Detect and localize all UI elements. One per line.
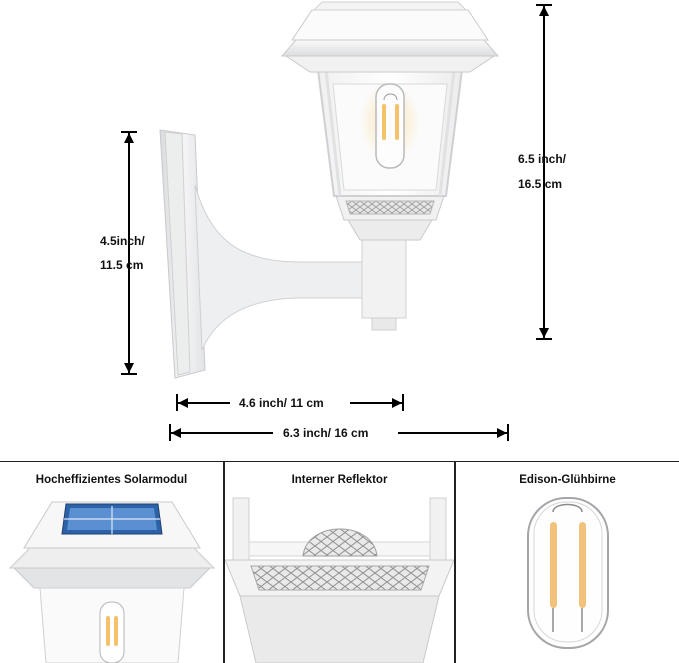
feature-title-solar-module: Hocheffizientes Solarmodul <box>35 474 188 486</box>
feature-panel-solar-module: Hocheffizientes Solarmodul <box>0 462 223 663</box>
mount-height-label-line1: 4.5inch/ <box>100 234 145 248</box>
lamp-height-bottom-tick <box>536 338 552 340</box>
arm-depth-right-tick <box>402 394 404 411</box>
feature-panels-divider <box>0 461 679 463</box>
arm-depth-left-tick <box>176 394 178 411</box>
arm-depth-arrows <box>178 398 402 408</box>
edison-bulb-closeup-image <box>527 497 609 649</box>
total-depth-right-tick <box>507 424 509 441</box>
feature-title-edison-bulb: Edison-Glühbirne <box>519 474 616 486</box>
mount-height-arrows <box>124 133 134 373</box>
total-depth-left-tick <box>169 424 171 441</box>
mount-height-bottom-tick <box>121 373 137 375</box>
mount-height-top-tick <box>121 131 137 133</box>
total-depth-dimension-line-right <box>398 432 508 434</box>
total-depth-label: 6.3 inch/ 16 cm <box>283 426 369 440</box>
feature-title-internal-reflector: Interner Reflektor <box>291 474 388 486</box>
lamp-height-arrows <box>539 6 549 338</box>
solar-module-closeup-image <box>8 501 216 663</box>
mount-height-label-line2: 11.5 cm <box>100 258 144 272</box>
feature-divider-2 <box>454 461 456 663</box>
mount-height-dimension-line <box>128 131 130 373</box>
total-depth-dimension-line-left <box>169 432 273 434</box>
feature-panel-edison-bulb: Edison-Glühbirne <box>456 462 679 663</box>
lamp-height-dimension-line <box>543 4 545 338</box>
internal-reflector-closeup-image <box>225 497 454 663</box>
arm-depth-dimension-line-left <box>176 402 230 404</box>
arm-depth-dimension-line-right <box>350 402 403 404</box>
feature-panel-internal-reflector: Interner Reflektor <box>225 462 454 663</box>
product-illustration <box>159 1 500 379</box>
lamp-height-label-line1: 6.5 inch/ <box>518 152 567 166</box>
arm-depth-label: 4.6 inch/ 11 cm <box>239 396 324 410</box>
solar-wall-lantern-image <box>159 1 500 379</box>
feature-divider-1 <box>223 461 225 663</box>
lamp-height-label-line2: 16.5 cm <box>518 177 563 191</box>
total-depth-arrows <box>171 428 507 438</box>
lamp-height-top-tick <box>536 4 552 6</box>
